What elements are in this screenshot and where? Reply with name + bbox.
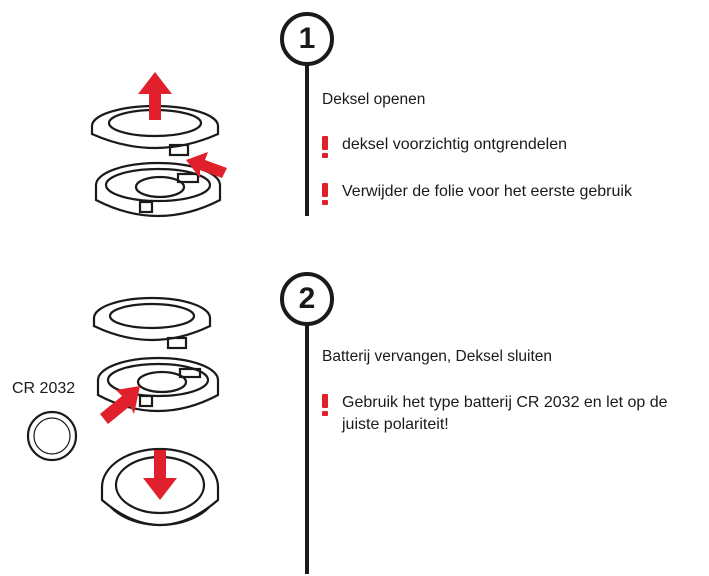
step-2-badge: 2: [280, 272, 334, 326]
warning-exclamation-icon: [318, 392, 334, 418]
step-1-badge: 1: [280, 12, 334, 66]
arrow-insert-icon: [100, 386, 140, 424]
step-1-note-2: Verwijder de folie voor het eerste gebru…: [318, 181, 632, 207]
arrow-up-icon: [138, 72, 172, 120]
lid-drawing: [92, 296, 212, 350]
step-1-title: Deksel openen: [322, 91, 426, 108]
step-2-title: Batterij vervangen, Deksel sluiten: [322, 348, 553, 365]
step-1-timeline: [305, 60, 309, 216]
base-drawing: [94, 161, 222, 218]
step-2-timeline: [305, 318, 309, 574]
step-2-note-1: Gebruik het type batterij CR 2032 en let…: [318, 392, 698, 436]
coin-battery-drawing: [26, 410, 78, 462]
warning-exclamation-icon: [318, 134, 334, 160]
battery-type-label: CR 2032: [12, 380, 76, 397]
warning-exclamation-icon: [318, 181, 334, 207]
step-1-note-1: deksel voorzichtig ontgrendelen: [318, 134, 567, 160]
arrow-down-icon: [143, 450, 177, 500]
lid-open-drawing: [90, 104, 220, 157]
arrow-release-icon: [186, 152, 227, 178]
